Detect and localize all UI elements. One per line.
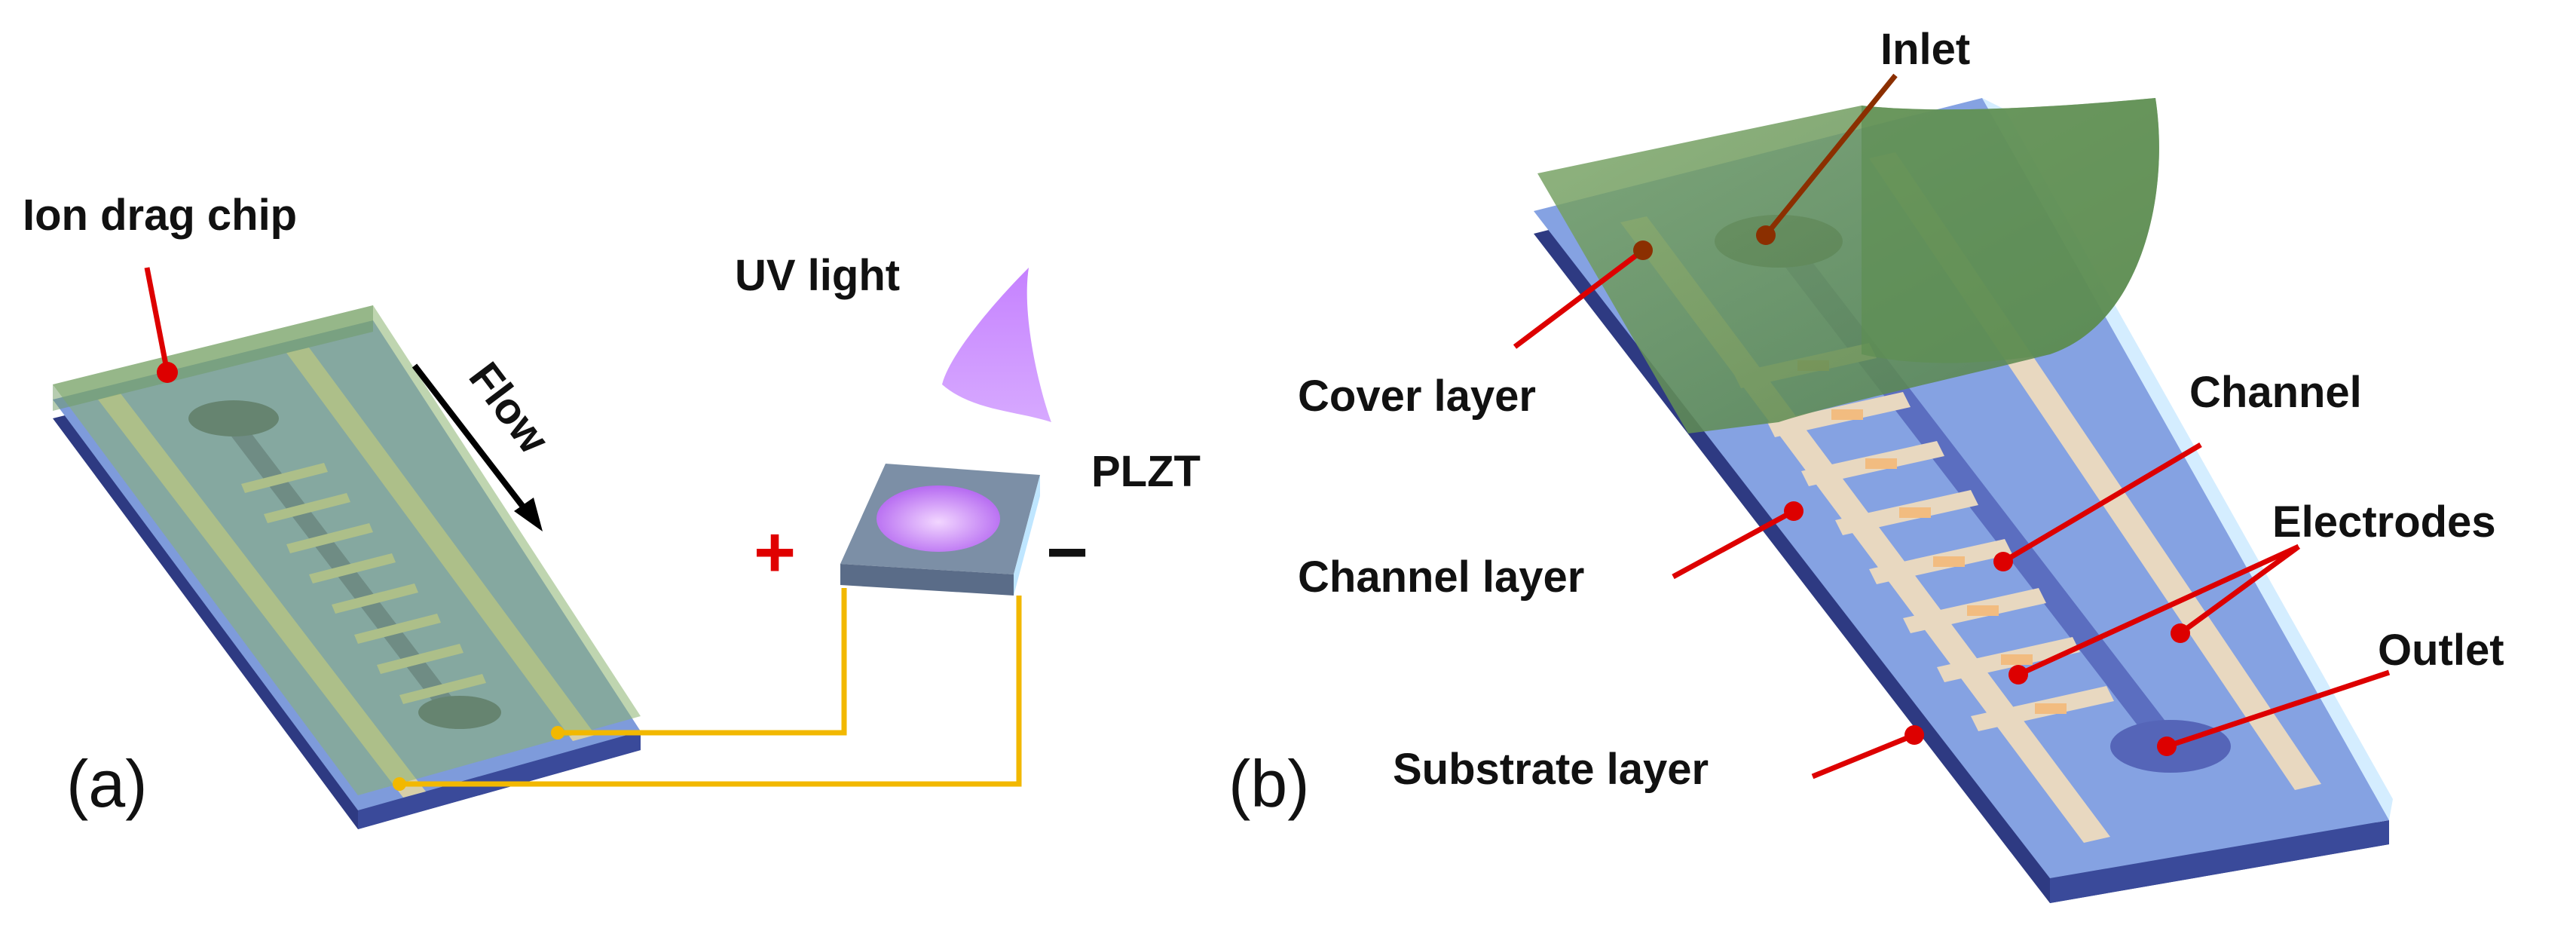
chip-a-cover-edge xyxy=(53,305,373,411)
electrodes-pointer-dot-1 xyxy=(2008,665,2028,684)
plzt-side xyxy=(1014,475,1040,596)
uv-light-label: UV light xyxy=(735,251,900,300)
flow-arrowhead xyxy=(514,498,543,531)
ion-drag-chip xyxy=(53,305,641,829)
chip-a-substrate-side xyxy=(358,731,641,829)
substrate-layer-pointer-dot xyxy=(1904,725,1924,745)
substrate-layer-label: Substrate layer xyxy=(1393,745,1709,794)
plzt-disc xyxy=(877,485,1000,552)
outlet-pointer xyxy=(2165,669,2391,749)
electrodes-label: Electrodes xyxy=(2272,498,2496,547)
chip-label-pointer xyxy=(144,267,170,373)
plzt-label: PLZT xyxy=(1091,447,1201,496)
panel-b-label: (b) xyxy=(1228,746,1310,821)
chip-label: Ion drag chip xyxy=(23,191,297,240)
panel-a: Ion drag chip Flow UV light PLZT + − (a) xyxy=(23,191,1201,829)
plzt-element xyxy=(840,464,1040,596)
panel-a-label: (a) xyxy=(66,746,148,821)
microfluidic-chip xyxy=(1534,98,2393,903)
cover-layer-pointer-dot xyxy=(1633,240,1653,260)
electrode-pads xyxy=(1797,360,2067,714)
cover-layer-label: Cover layer xyxy=(1298,372,1536,421)
electrodes-pointer-dot-2 xyxy=(2171,623,2190,643)
flow-arrow xyxy=(411,363,531,515)
inlet-pointer-dot xyxy=(1756,225,1776,245)
substrate-layer-side xyxy=(2050,820,2389,903)
channel-pointer-dot xyxy=(1993,552,2013,571)
channel-label: Channel xyxy=(2189,368,2362,417)
plzt-front xyxy=(840,564,1014,596)
panel-b: Inlet Cover layer Channel Electrodes Cha… xyxy=(1228,25,2504,903)
plus-sign: + xyxy=(754,512,796,593)
wire-positive xyxy=(558,588,847,736)
uv-light-beam xyxy=(942,268,1051,422)
channel-pointer xyxy=(2002,442,2202,565)
inlet-label: Inlet xyxy=(1880,25,1970,74)
outlet-label: Outlet xyxy=(2378,626,2504,675)
inlet-pointer xyxy=(1764,73,1898,237)
chip-a-cover xyxy=(53,305,641,795)
wire-negative xyxy=(399,596,1022,787)
minus-sign: − xyxy=(1046,512,1088,593)
channel-layer-label: Channel layer xyxy=(1298,553,1584,602)
cover-layer-pointer xyxy=(1513,248,1645,349)
electrodes-pointer-1 xyxy=(2017,544,2300,678)
channel-layer-pointer-dot xyxy=(1784,501,1804,521)
electrodes-pointer-2 xyxy=(2178,544,2301,635)
channel-layer-pointer xyxy=(1672,508,1795,580)
outlet-pointer-dot xyxy=(2157,737,2177,756)
chip-label-pointer-dot xyxy=(157,362,178,383)
substrate-layer-pointer xyxy=(1811,732,1916,779)
cover-layer-curl xyxy=(1862,98,2159,363)
